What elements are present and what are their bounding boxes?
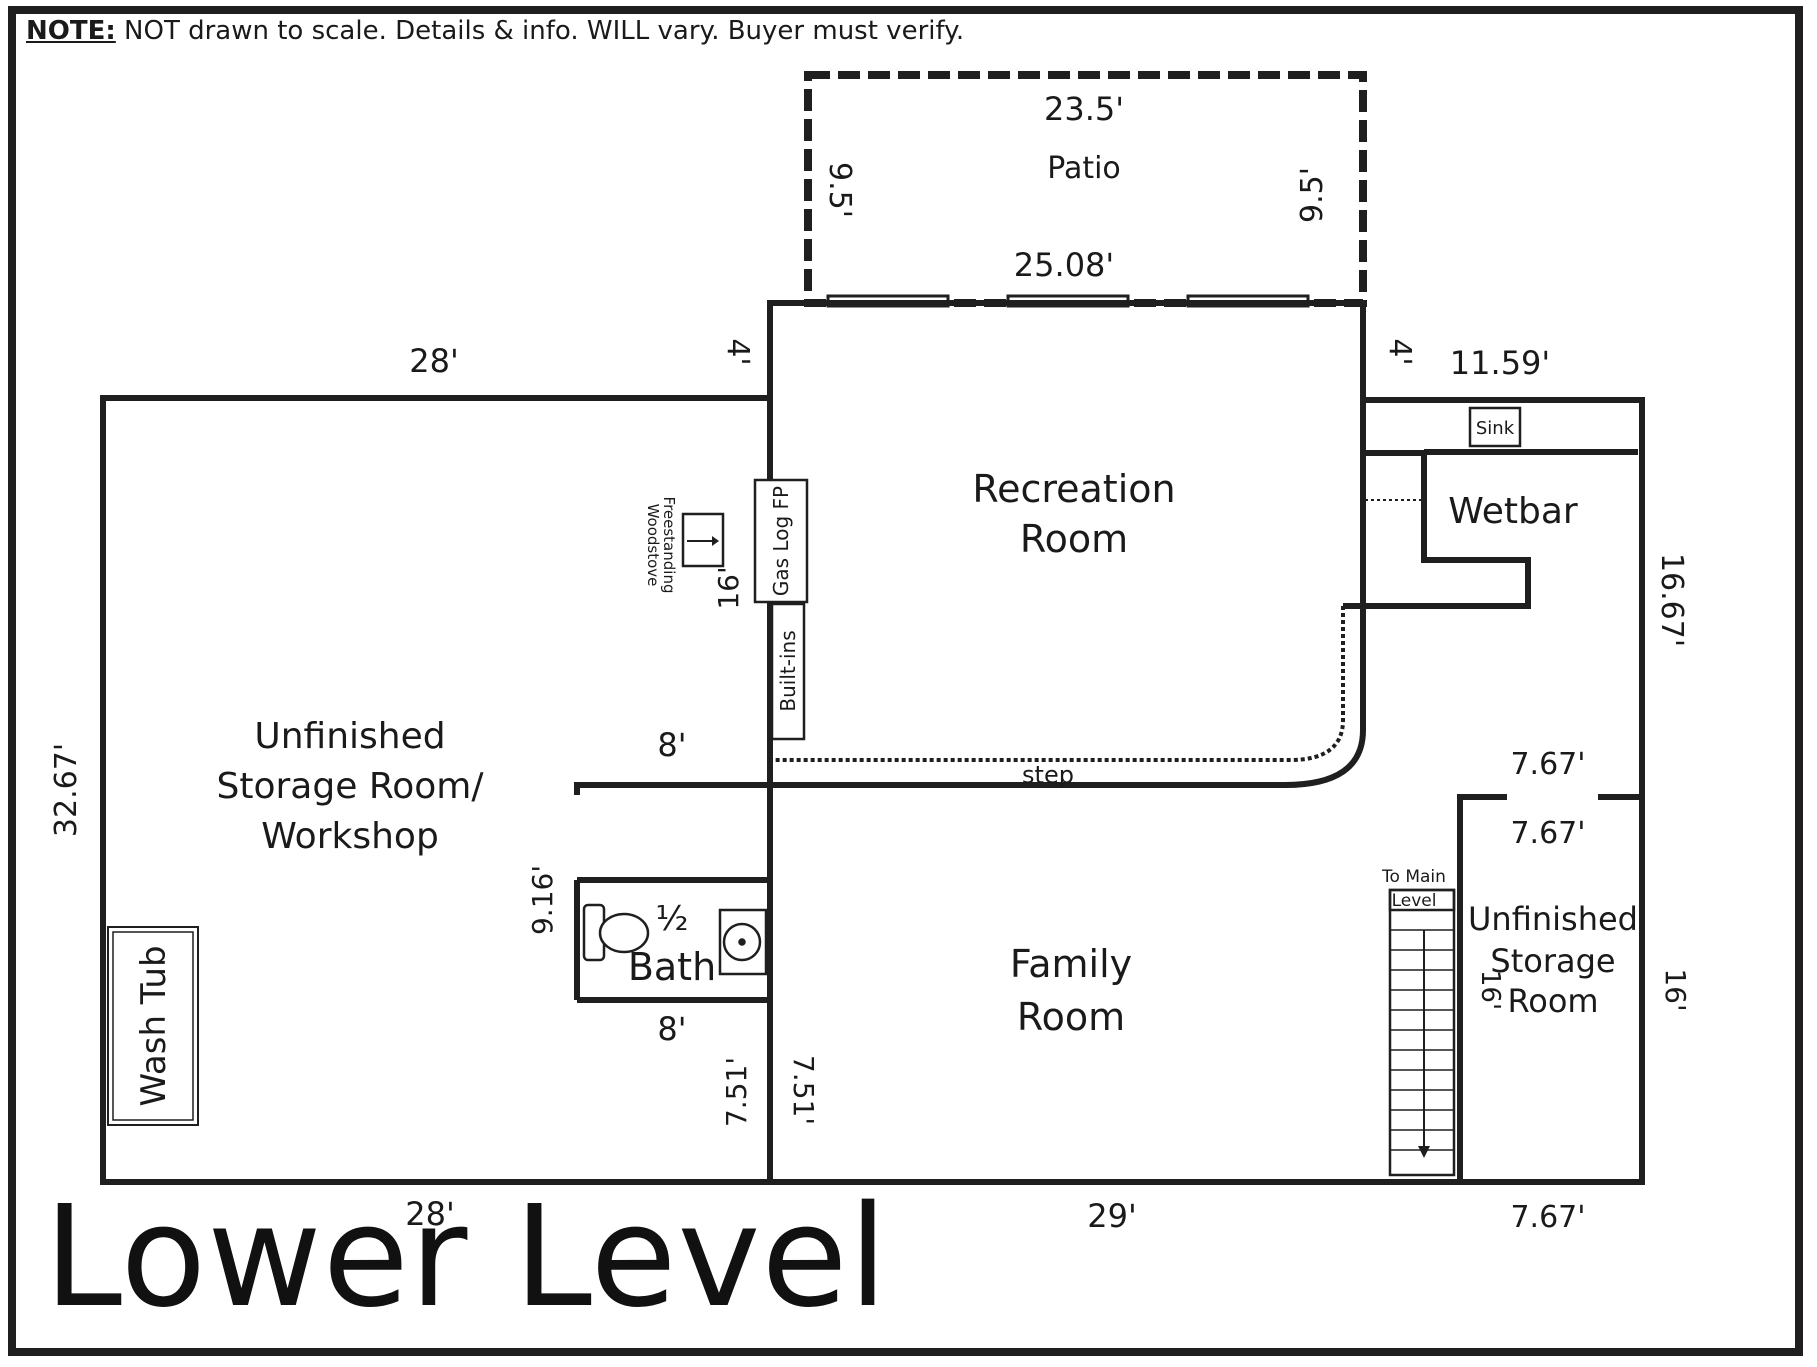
- dim-patio-bottom: 25.08': [1014, 246, 1114, 284]
- dim-rec-right: 4': [1382, 338, 1417, 365]
- sink-box: [1468, 406, 1522, 448]
- dim-751-right: 7.51': [787, 1055, 820, 1125]
- dim-patio-right: 9.5': [1295, 167, 1330, 223]
- stairs-label-2: Level: [1392, 891, 1437, 911]
- note-text: NOT drawn to scale. Details & info. WILL…: [115, 16, 965, 46]
- dim-bottom-28: 28': [405, 1195, 455, 1233]
- note-prefix: NOTE:: [26, 16, 116, 46]
- disclaimer-note: NOTE: NOT drawn to scale. Details & info…: [26, 16, 964, 46]
- storage-room-label-2: Storage Room/: [217, 766, 485, 807]
- step-edge: [772, 606, 1345, 762]
- stairs-label-1: To Main: [1381, 867, 1446, 887]
- wash-tub-inner: [112, 931, 194, 1121]
- dim-767-inner: 7.67': [1510, 816, 1585, 851]
- dim-rec-left: 4': [720, 338, 755, 365]
- woodstove-arrowhead: [712, 536, 719, 546]
- stair-treads: [1390, 929, 1454, 1151]
- half-symbol: ½: [656, 899, 689, 939]
- unfinished-storage-label-3: Room: [1507, 982, 1598, 1020]
- dim-bottom-29: 29': [1087, 1197, 1137, 1235]
- family-room-label-1: Family: [1010, 942, 1132, 986]
- dim-wetbar-top: 11.59': [1450, 344, 1550, 382]
- built-ins-label: Built-ins: [776, 630, 800, 711]
- stair-arrowhead: [1418, 1146, 1430, 1158]
- dim-patio-left: 9.5': [822, 162, 857, 218]
- recreation-room-label-1: Recreation: [972, 467, 1175, 511]
- patio-label: Patio: [1047, 151, 1121, 186]
- toilet-icon: [582, 903, 650, 962]
- floor-title: Lower Level: [44, 1176, 889, 1339]
- gas-log-fireplace: [753, 478, 809, 604]
- gas-log-label: Gas Log FP: [769, 486, 793, 596]
- dim-patio-top: 23.5': [1044, 90, 1124, 128]
- dim-left-side: 32.67': [49, 743, 84, 837]
- dim-16-outer: 16': [1659, 968, 1692, 1011]
- sink-label: Sink: [1476, 418, 1515, 439]
- dim-16-inner: 16': [1475, 970, 1505, 1010]
- built-ins: [770, 602, 806, 741]
- dim-woodstove-16: 16': [712, 566, 745, 609]
- dim-right-upper: 16.67': [1654, 553, 1689, 647]
- wash-tub-label: Wash Tub: [134, 945, 174, 1106]
- bath-sink-icon: [718, 908, 768, 976]
- woodstove-label-2: Woodstove: [644, 504, 662, 587]
- dim-8-lower: 8': [657, 1010, 686, 1048]
- half-bath-label: Bath: [628, 945, 716, 989]
- walls: [100, 300, 1645, 1185]
- storage-room-label-1: Unfinished: [254, 716, 445, 757]
- storage-room-label-3: Workshop: [261, 816, 439, 857]
- step-label: step: [1022, 761, 1074, 789]
- unfinished-storage-label-2: Storage: [1490, 942, 1615, 980]
- dim-767-top: 7.67': [1510, 747, 1585, 782]
- woodstove-label-1: Freestanding: [660, 497, 678, 594]
- unfinished-storage-label-1: Unfinished: [1468, 900, 1638, 938]
- dim-bottom-767: 7.67': [1510, 1200, 1585, 1235]
- page-border: [8, 6, 1803, 1356]
- wash-tub-outer: [107, 926, 199, 1126]
- wetbar-label: Wetbar: [1448, 491, 1578, 532]
- dim-751-left: 7.51': [720, 1057, 753, 1127]
- dim-8-upper: 8': [657, 726, 686, 764]
- wetbar-dotted: [1365, 451, 1422, 501]
- recreation-room-label-2: Room: [1020, 517, 1128, 561]
- dim-bath-side: 9.16': [526, 865, 559, 935]
- stairs: [1388, 888, 1456, 1177]
- family-room-label-2: Room: [1017, 995, 1125, 1039]
- dim-storage-top: 28': [409, 342, 459, 380]
